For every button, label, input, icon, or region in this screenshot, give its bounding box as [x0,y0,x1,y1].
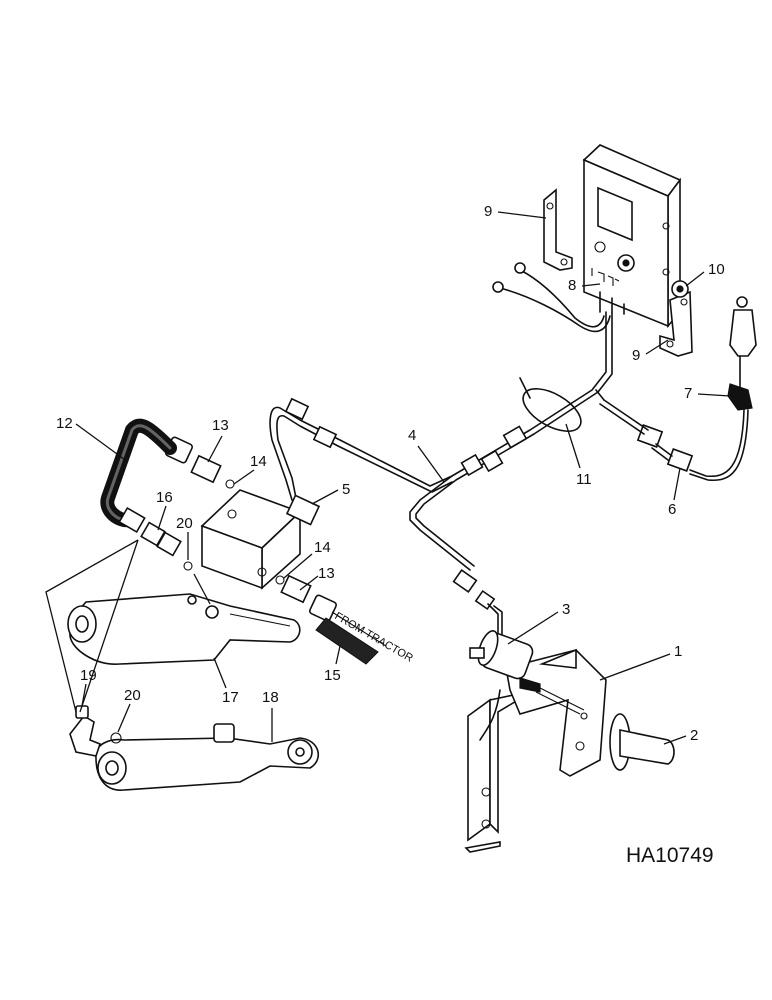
callout-19: 19 [80,667,97,707]
svg-text:19: 19 [80,667,97,684]
control-box [582,144,682,329]
svg-text:10: 10 [708,261,725,278]
callout-9b: 9 [632,339,669,364]
callout-20a: 20 [176,515,211,605]
svg-text:2: 2 [690,727,698,744]
callout-15: 15 [324,645,341,684]
callout-labels: 1 2 3 4 5 6 7 8 [56,203,731,745]
callout-4: 4 [408,427,445,483]
switch-bracket [464,648,607,853]
pin [609,713,675,771]
svg-text:15: 15 [324,667,341,684]
svg-text:17: 17 [222,689,239,706]
valve-block [200,489,321,590]
callout-16: 16 [156,489,173,531]
svg-text:9: 9 [632,347,640,364]
svg-text:13: 13 [318,565,335,582]
callout-10: 10 [685,261,725,287]
callout-7: 7 [684,385,731,402]
callout-6: 6 [668,467,681,518]
callout-5: 5 [311,481,350,505]
svg-text:6: 6 [668,501,676,518]
callout-2: 2 [663,727,698,745]
svg-text:9: 9 [484,203,492,220]
callout-12: 12 [56,415,129,463]
callout-14a: 14 [233,453,267,485]
svg-text:8: 8 [568,277,576,294]
drawing-number: HA10749 [626,844,714,867]
knob [671,280,689,298]
svg-text:13: 13 [212,417,229,434]
svg-text:5: 5 [342,481,350,498]
bent-hose [100,418,182,557]
lower-fittings [275,574,338,622]
cylinder-upper [67,593,301,665]
callout-9a: 9 [484,203,547,220]
callout-13a: 13 [207,417,229,463]
o-ring-upper [183,561,193,571]
hydraulic-tube-network [269,311,613,637]
svg-text:1: 1 [674,643,682,660]
svg-text:7: 7 [684,385,692,402]
callout-14b: 14 [283,539,331,579]
mounting-bracket-upper [543,188,573,271]
callout-1: 1 [599,643,682,681]
svg-text:12: 12 [56,415,73,432]
callout-20b: 20 [117,687,141,733]
clamp-ring [519,377,582,432]
callout-11: 11 [565,423,592,488]
cylinder-lower [95,723,320,791]
handle-assembly [599,296,757,482]
callout-17: 17 [213,657,239,706]
callout-3: 3 [507,601,570,645]
svg-text:4: 4 [408,427,416,444]
svg-text:11: 11 [576,471,592,488]
callout-8: 8 [568,277,601,294]
svg-text:18: 18 [262,689,279,706]
switch [469,630,585,741]
tractor-supply-hose [315,611,387,665]
svg-text:14: 14 [314,539,331,556]
wire-leads [492,262,611,333]
o-ring-lower [110,732,122,744]
elbow-fitting [69,705,101,757]
callout-18: 18 [262,689,279,742]
svg-text:14: 14 [250,453,267,470]
svg-text:20: 20 [124,687,141,704]
svg-text:16: 16 [156,489,173,506]
callout-13b: 13 [299,565,335,591]
svg-text:3: 3 [562,601,570,618]
svg-text:20: 20 [176,515,193,532]
